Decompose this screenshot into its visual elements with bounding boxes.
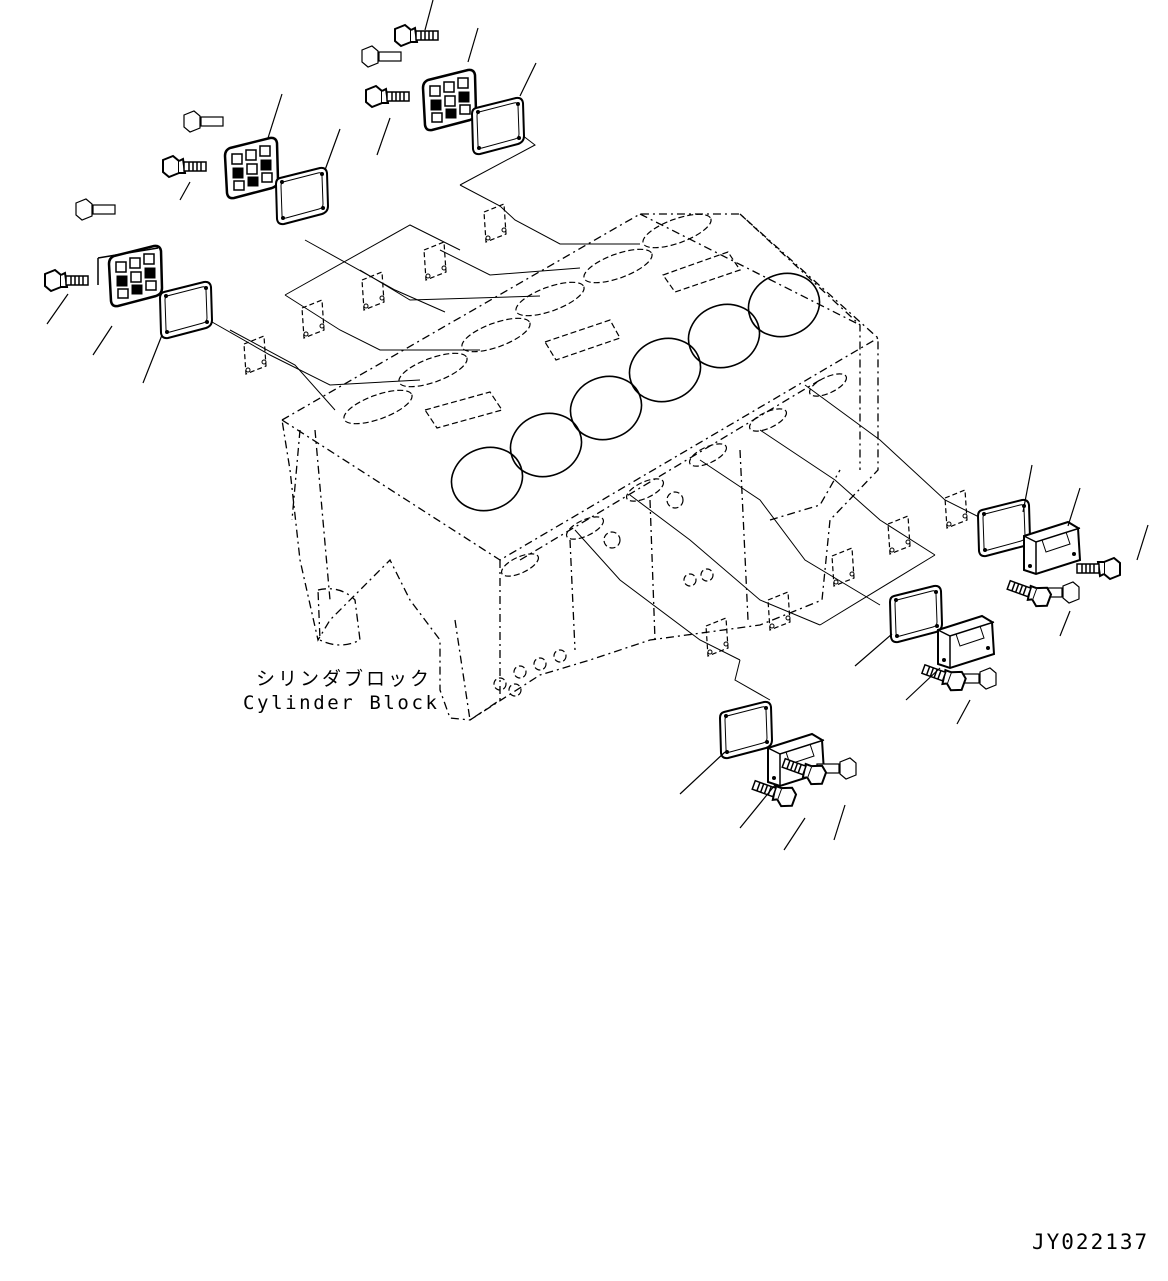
side-cover-group-3: [705, 617, 857, 811]
drawing-code: JY022137: [1032, 1230, 1150, 1254]
cylinder-bores: [450, 272, 821, 512]
rear-cover-group-1: [361, 24, 525, 243]
rear-cover-group-2: [162, 110, 447, 311]
cylinder-block: [281, 213, 879, 721]
leader-lines: [204, 121, 986, 701]
side-openings: [493, 373, 848, 697]
part-name-english: Cylinder Block: [243, 692, 440, 714]
rear-cover-group-3: [44, 198, 325, 375]
callout-leaders: [46, 0, 1149, 851]
side-cover-group-2: [767, 547, 997, 695]
part-name-japanese: シリンダブロック: [256, 668, 433, 690]
